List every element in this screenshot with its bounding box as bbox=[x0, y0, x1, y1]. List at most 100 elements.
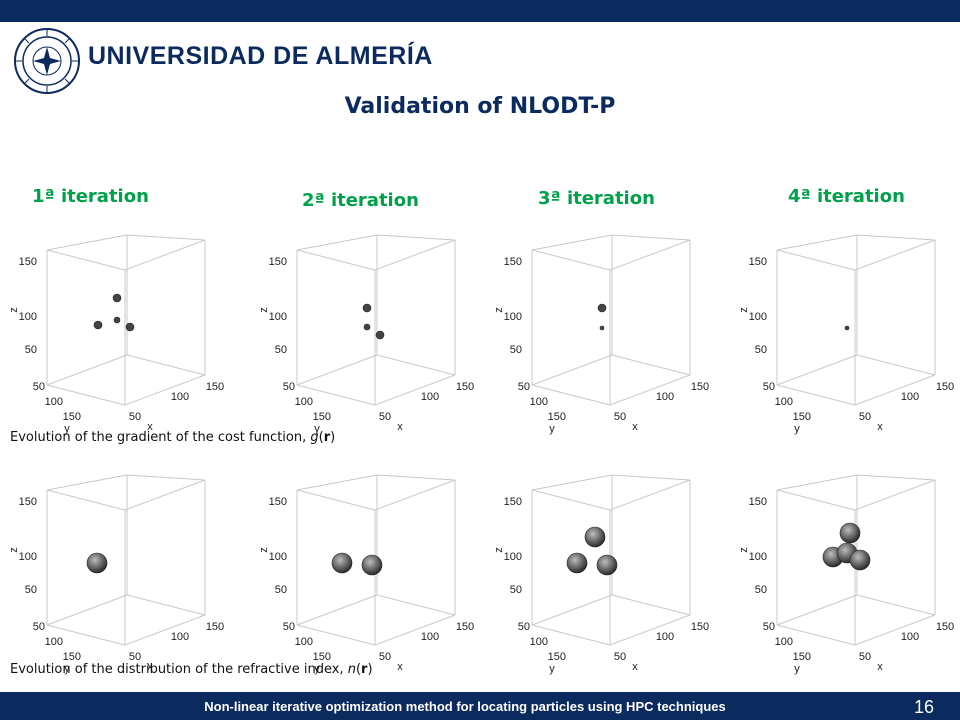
box-edge bbox=[776, 354, 858, 386]
y-tick-label: 50 bbox=[518, 621, 530, 633]
z-tick-label: 50 bbox=[510, 344, 522, 356]
y-tick-label: 100 bbox=[530, 636, 548, 648]
y-tick-label: 150 bbox=[313, 411, 331, 423]
z-tick-label: 50 bbox=[25, 344, 37, 356]
university-seal-icon bbox=[14, 28, 80, 94]
z-tick-label: 100 bbox=[749, 311, 767, 323]
box-edge bbox=[126, 474, 206, 481]
box-edge bbox=[376, 234, 456, 241]
box-edge bbox=[856, 474, 936, 481]
y-tick-label: 100 bbox=[530, 396, 548, 408]
x-tick-label: 50 bbox=[614, 411, 626, 423]
box-edge bbox=[46, 384, 126, 406]
x-axis-label: x bbox=[147, 661, 153, 673]
particle bbox=[375, 330, 385, 340]
x-tick-label: 100 bbox=[421, 631, 439, 643]
box-edge bbox=[46, 234, 128, 251]
z-axis-label: z bbox=[738, 307, 750, 313]
particle bbox=[566, 552, 588, 574]
y-tick-label: 150 bbox=[793, 651, 811, 663]
box-edge bbox=[776, 234, 858, 251]
x-tick-label: 50 bbox=[859, 411, 871, 423]
box-edge bbox=[609, 239, 691, 271]
particle bbox=[839, 522, 861, 544]
z-tick-label: 50 bbox=[755, 584, 767, 596]
y-tick-label: 50 bbox=[283, 621, 295, 633]
iteration-label-4: 4ª iteration bbox=[788, 186, 905, 207]
box-edge bbox=[531, 624, 611, 646]
box-edge bbox=[46, 474, 128, 491]
particle bbox=[362, 303, 372, 313]
box-edge bbox=[376, 594, 456, 616]
z-tick-label: 50 bbox=[755, 344, 767, 356]
z-tick-label: 50 bbox=[275, 344, 287, 356]
box-edge bbox=[854, 239, 936, 271]
box-edge bbox=[126, 354, 206, 376]
z-tick-label: 150 bbox=[504, 496, 522, 508]
box-edge bbox=[776, 249, 856, 271]
box-edge bbox=[776, 594, 858, 626]
box-edge bbox=[531, 384, 611, 406]
box-edge bbox=[609, 614, 691, 646]
box-edge bbox=[376, 474, 456, 481]
z-tick-label: 150 bbox=[749, 496, 767, 508]
z-axis-label: z bbox=[258, 307, 270, 313]
y-axis-label: y bbox=[64, 663, 70, 675]
x-tick-label: 50 bbox=[129, 411, 141, 423]
box-edge bbox=[854, 374, 936, 406]
z-tick-label: 100 bbox=[504, 551, 522, 563]
z-tick-label: 150 bbox=[19, 496, 37, 508]
particle bbox=[93, 320, 103, 330]
x-tick-label: 50 bbox=[379, 411, 391, 423]
x-tick-label: 100 bbox=[901, 391, 919, 403]
particle bbox=[331, 552, 353, 574]
box-edge bbox=[124, 374, 206, 406]
y-tick-label: 50 bbox=[283, 381, 295, 393]
box-edge bbox=[46, 489, 126, 511]
y-axis-label: y bbox=[64, 423, 70, 435]
box-edge bbox=[376, 354, 456, 376]
y-axis-label: y bbox=[549, 423, 555, 435]
box-edge bbox=[531, 489, 611, 511]
y-tick-label: 150 bbox=[548, 411, 566, 423]
particle bbox=[112, 293, 122, 303]
y-tick-label: 100 bbox=[295, 636, 313, 648]
z-axis-label: z bbox=[493, 547, 505, 553]
x-tick-label: 150 bbox=[206, 381, 224, 393]
x-axis-label: x bbox=[397, 661, 403, 673]
box-edge bbox=[296, 624, 376, 646]
z-tick-label: 150 bbox=[269, 256, 287, 268]
y-tick-label: 150 bbox=[793, 411, 811, 423]
box-edge bbox=[124, 614, 206, 646]
box-edge bbox=[531, 354, 613, 386]
y-axis-label: y bbox=[314, 423, 320, 435]
z-tick-label: 50 bbox=[275, 584, 287, 596]
particle bbox=[361, 554, 383, 576]
x-axis-label: x bbox=[632, 421, 638, 433]
particle bbox=[844, 325, 850, 331]
z-tick-label: 50 bbox=[510, 584, 522, 596]
z-tick-label: 50 bbox=[25, 584, 37, 596]
box-edge bbox=[609, 479, 691, 511]
box-edge bbox=[531, 249, 611, 271]
x-tick-label: 150 bbox=[691, 621, 709, 633]
z-tick-label: 150 bbox=[269, 496, 287, 508]
box-edge bbox=[374, 374, 456, 406]
box-edge bbox=[856, 234, 936, 241]
y-tick-label: 100 bbox=[775, 636, 793, 648]
university-name: UNIVERSIDAD DE ALMERÍA bbox=[88, 42, 433, 70]
y-tick-label: 150 bbox=[313, 651, 331, 663]
box-edge bbox=[124, 239, 206, 271]
particle bbox=[125, 322, 135, 332]
y-tick-label: 50 bbox=[518, 381, 530, 393]
x-tick-label: 100 bbox=[421, 391, 439, 403]
y-tick-label: 100 bbox=[295, 396, 313, 408]
box-edge bbox=[531, 234, 613, 251]
z-axis-label: z bbox=[738, 547, 750, 553]
box-edge bbox=[854, 479, 936, 511]
particle bbox=[113, 316, 121, 324]
